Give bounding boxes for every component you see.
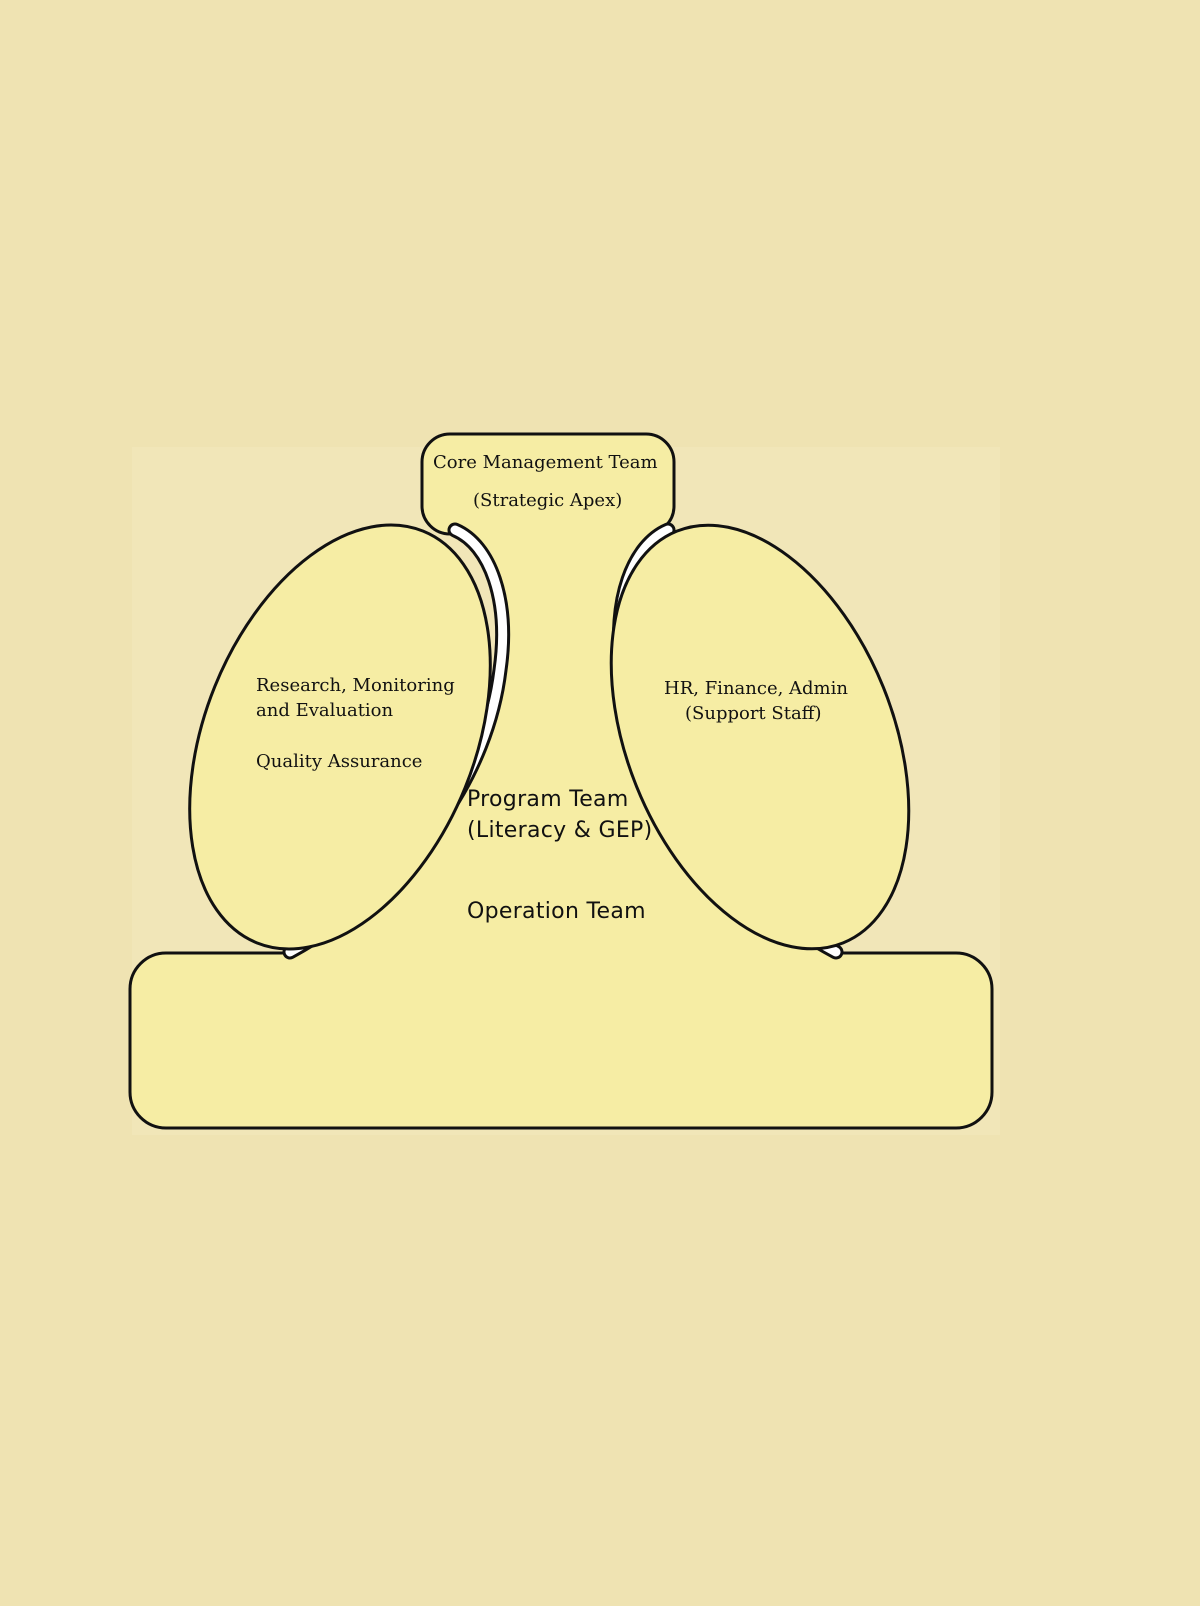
operation-team-label: Operation Team (467, 899, 646, 924)
apex-neck-fill (472, 520, 652, 550)
literacy-gep-label: (Literacy & GEP) (467, 818, 653, 843)
core-junction-fill (300, 940, 830, 958)
technostructure-lobe (188, 523, 492, 951)
support-staff-label: (Support Staff) (685, 703, 822, 724)
strategic-apex-subtitle: (Strategic Apex) (473, 490, 623, 511)
core-management-title: Core Management Team (433, 452, 658, 473)
quality-assurance-label: Quality Assurance (256, 751, 423, 772)
program-team-label: Program Team (467, 787, 629, 812)
operating-core-box (128, 951, 994, 1130)
support-staff-lobe (609, 523, 911, 951)
hr-finance-admin-label: HR, Finance, Admin (664, 678, 848, 699)
and-evaluation-label: and Evaluation (256, 700, 394, 721)
strategic-apex-box (420, 432, 676, 536)
research-monitoring-label: Research, Monitoring (256, 675, 455, 696)
